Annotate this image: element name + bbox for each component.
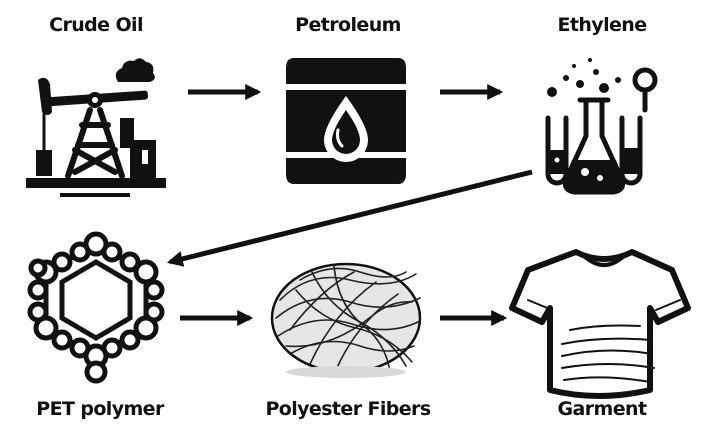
arrow-ethylene-to-pet <box>166 169 533 267</box>
molecule-hexagon-icon <box>27 231 165 384</box>
label-crude-oil: Crude Oil <box>49 14 143 36</box>
tshirt-icon <box>509 249 691 399</box>
fiber-bundle-icon <box>270 262 422 378</box>
label-pet-polymer: PET polymer <box>36 398 164 420</box>
lab-flasks-icon <box>545 58 658 195</box>
oil-barrel-icon <box>286 58 406 184</box>
label-petroleum: Petroleum <box>295 14 401 36</box>
oil-pumpjack-icon <box>26 58 166 197</box>
label-polyester-fibers: Polyester Fibers <box>265 398 431 420</box>
label-garment: Garment <box>557 398 647 420</box>
flow-arrows <box>166 83 533 327</box>
label-ethylene: Ethylene <box>557 14 648 36</box>
